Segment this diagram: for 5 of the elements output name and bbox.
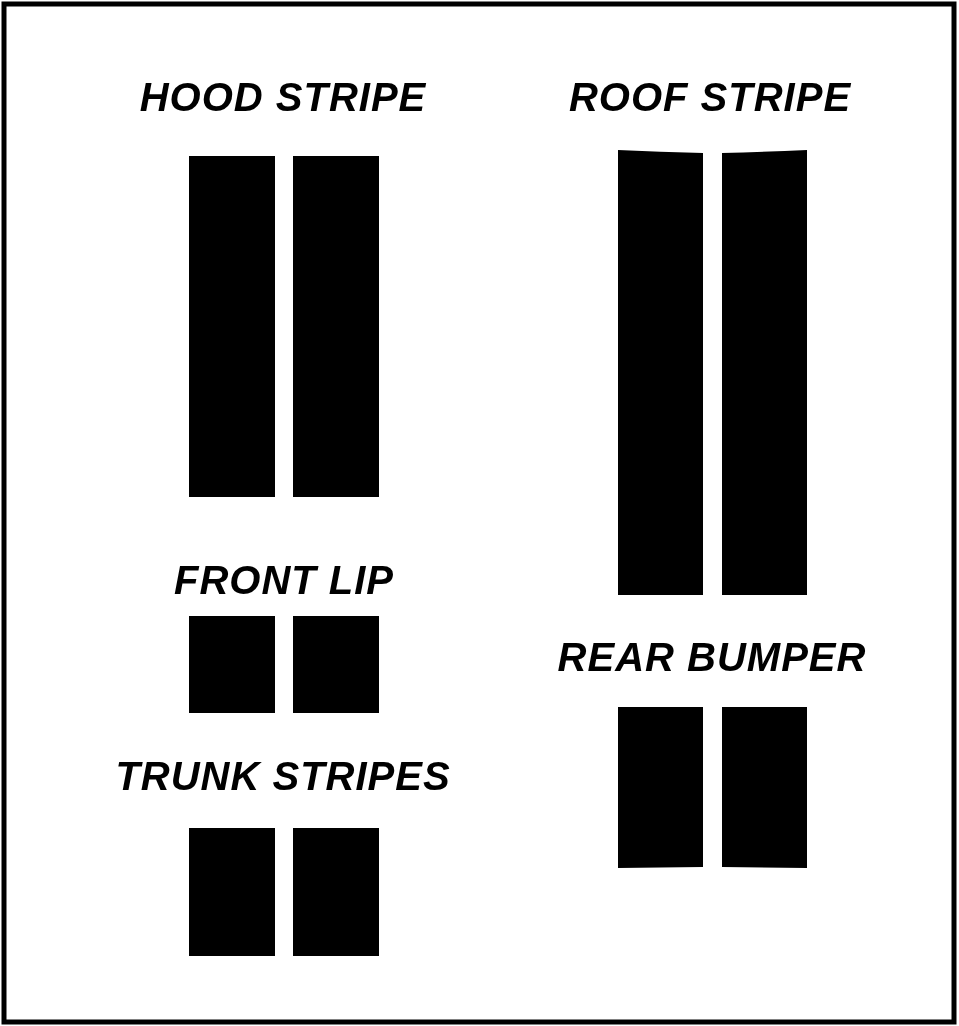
part-label: HOOD STRIPE: [139, 74, 427, 120]
part-label: TRUNK STRIPES: [115, 753, 451, 799]
part-label: REAR BUMPER: [557, 634, 867, 680]
part-label: ROOF STRIPE: [568, 74, 852, 120]
part-label: FRONT LIP: [173, 557, 395, 603]
